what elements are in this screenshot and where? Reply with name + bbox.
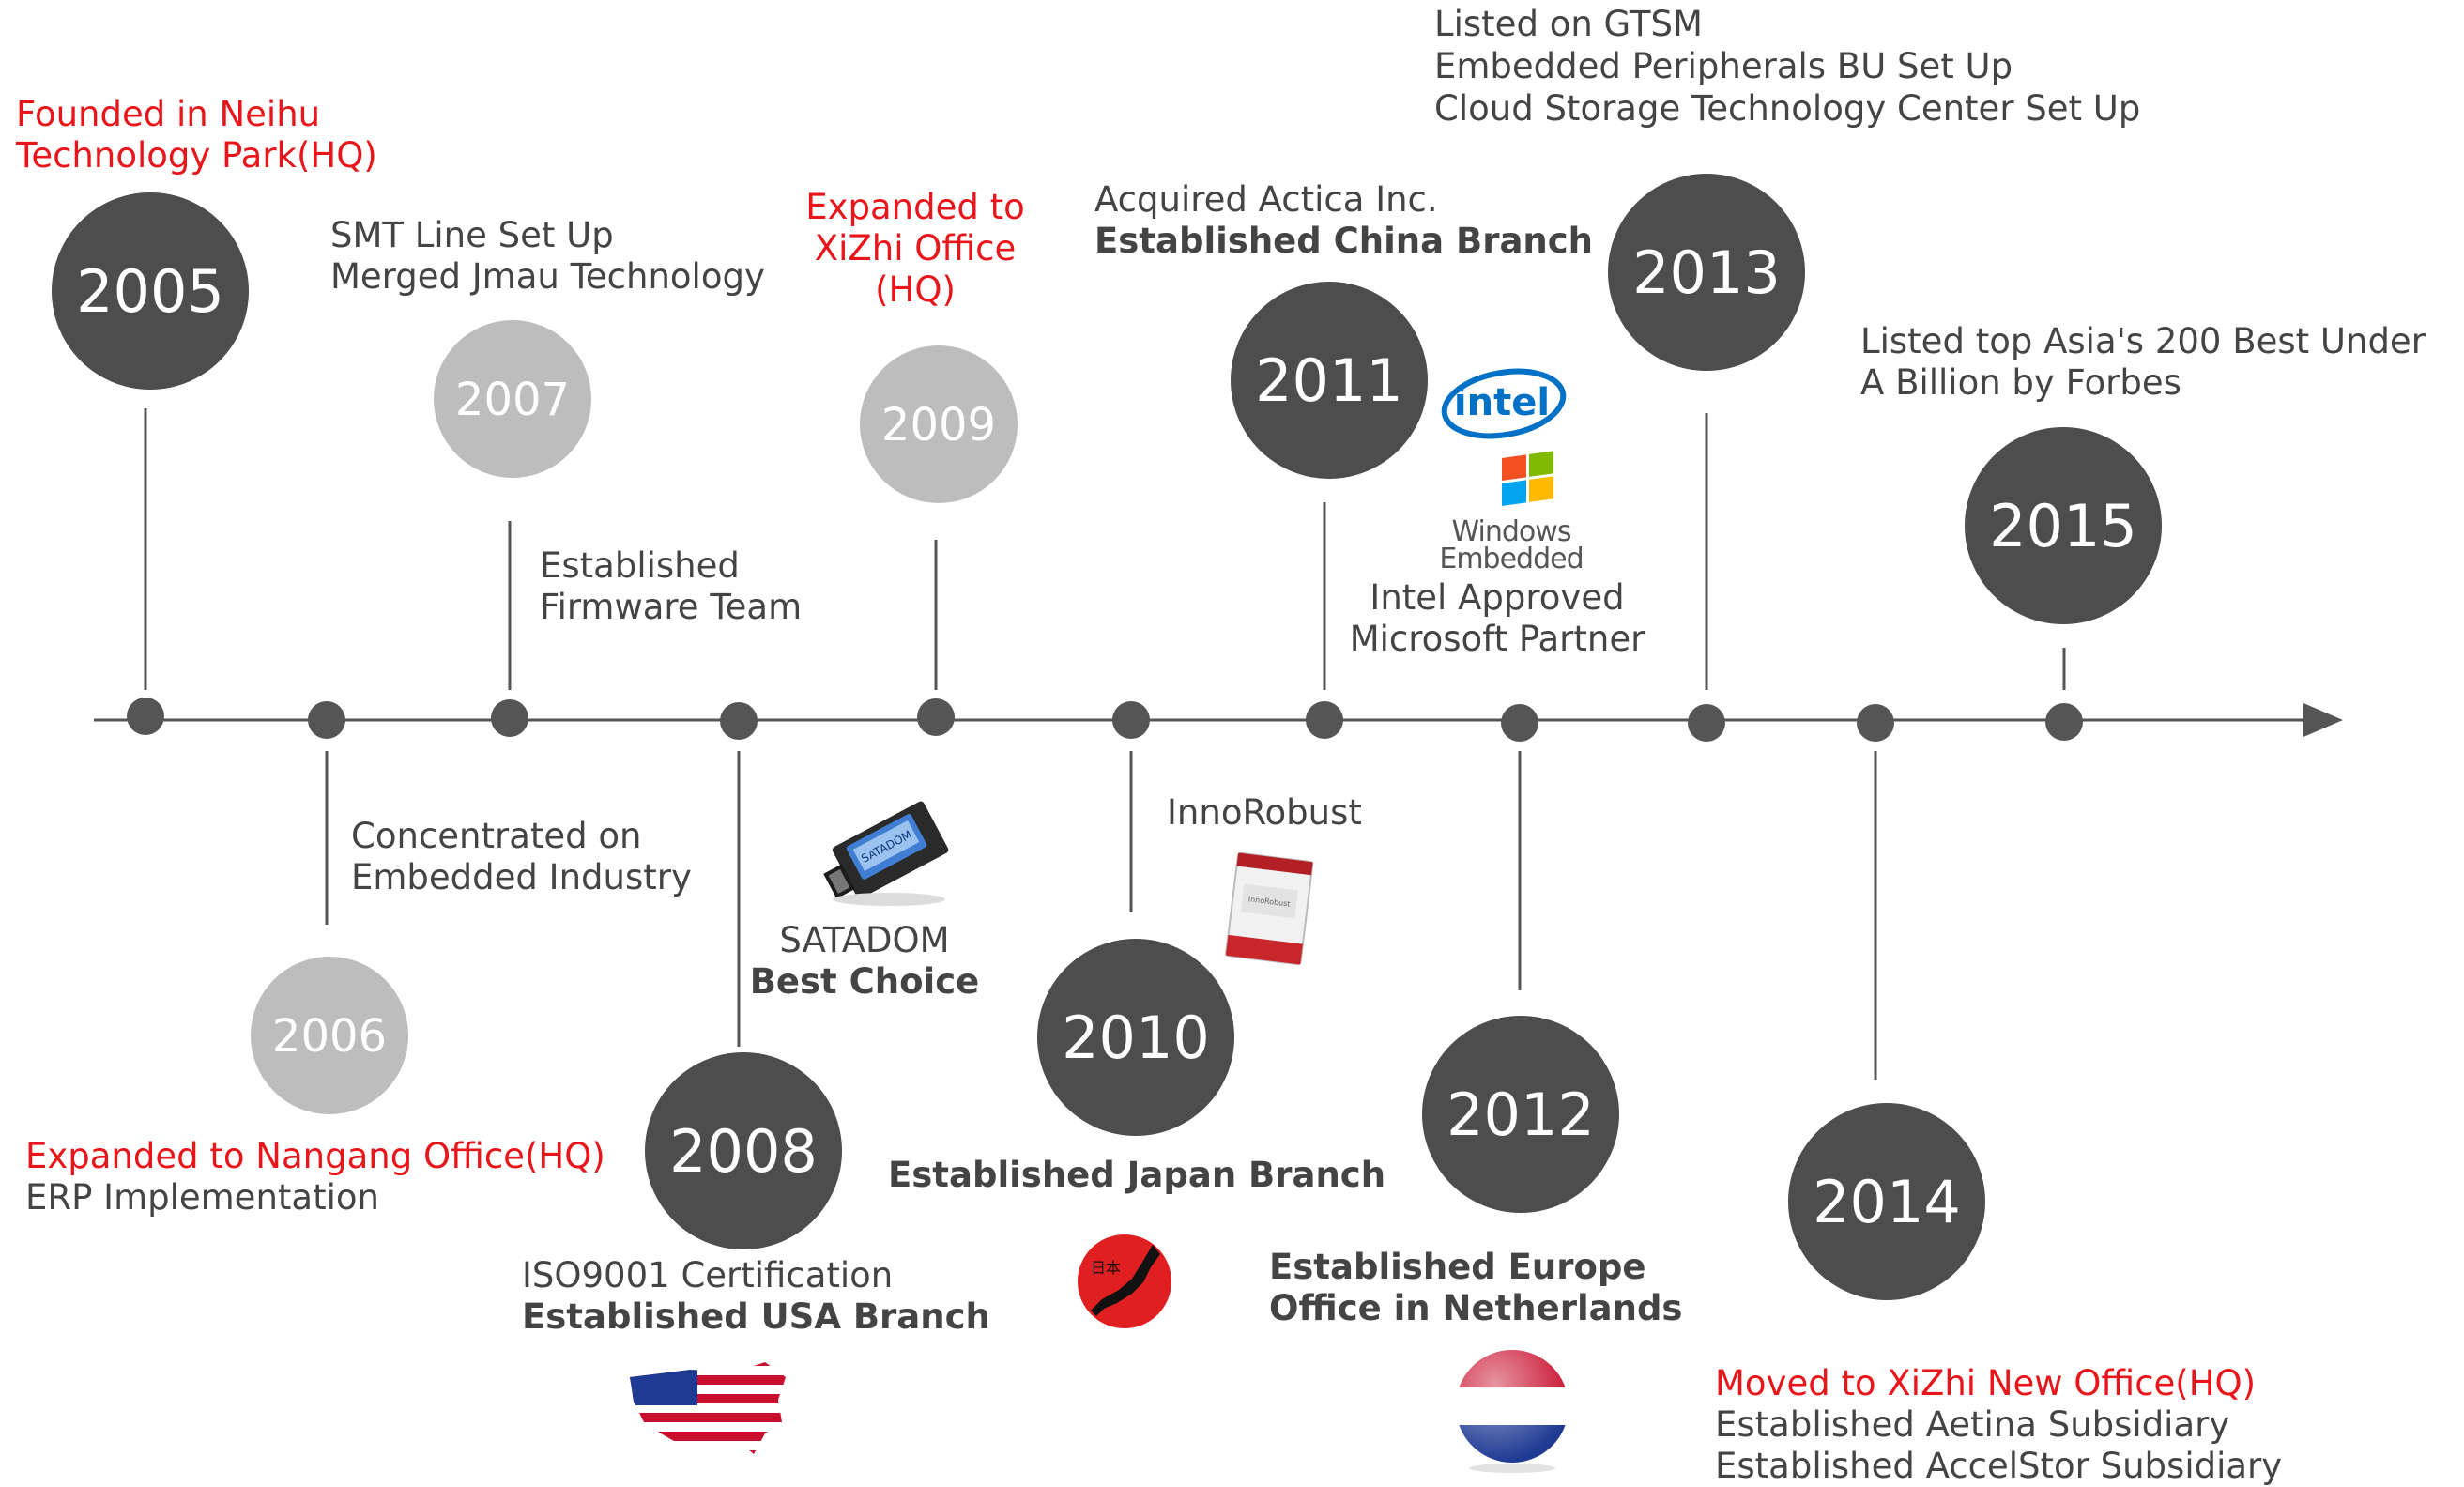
event-2013-line2: Embedded Peripherals BU Set Up xyxy=(1434,46,2013,86)
year-label: 2010 xyxy=(1062,1004,1210,1072)
event-2008-line4: Established USA Branch xyxy=(522,1296,990,1337)
event-2009-line3: (HQ) xyxy=(875,269,956,310)
year-circle-2006: 2006 xyxy=(251,957,408,1114)
year-circle-2015: 2015 xyxy=(1965,427,2162,624)
windows-embedded-logo: Windows Embedded xyxy=(1439,451,1584,575)
year-label: 2006 xyxy=(272,1010,387,1063)
japan-map-image: 日本 xyxy=(1078,1234,1171,1328)
svg-text:intel: intel xyxy=(1454,381,1550,424)
axis-dot xyxy=(1857,704,1894,742)
event-2009-line2: XiZhi Office xyxy=(814,228,1017,268)
axis-dot xyxy=(1306,701,1343,739)
axis-dot xyxy=(720,702,758,740)
event-2014-line3: Established AccelStor Subsidiary xyxy=(1715,1446,2283,1486)
event-2011-line2: Established China Branch xyxy=(1094,221,1594,261)
svg-text:Windows: Windows xyxy=(1452,515,1571,548)
year-label: 2007 xyxy=(455,374,570,426)
svg-text:Embedded: Embedded xyxy=(1439,543,1583,575)
event-2007-line2: Merged Jmau Technology xyxy=(330,256,765,297)
year-circle-2014: 2014 xyxy=(1788,1103,1985,1300)
event-2011-line4: Microsoft Partner xyxy=(1349,619,1645,659)
event-2012-line2: Office in Netherlands xyxy=(1269,1288,1683,1328)
axis-dot xyxy=(917,698,955,736)
event-2007-line4: Firmware Team xyxy=(540,587,803,627)
innorobust-ssd-image: InnoRobust xyxy=(1225,851,1314,966)
event-2009-line1: Expanded to xyxy=(805,187,1025,227)
event-2011-line3: Intel Approved xyxy=(1370,577,1625,618)
year-circle-2013: 2013 xyxy=(1608,174,1805,371)
axis-dot xyxy=(491,699,528,737)
year-label: 2011 xyxy=(1255,346,1403,415)
event-2008-line3: ISO9001 Certification xyxy=(522,1255,894,1295)
event-2007-line1: SMT Line Set Up xyxy=(330,215,614,255)
satadom-module-image: SATADOM xyxy=(823,801,949,906)
event-2012-line1: Established Europe xyxy=(1269,1247,1646,1287)
event-2010-line1: InnoRobust xyxy=(1167,792,1362,833)
year-circle-2012: 2012 xyxy=(1422,1016,1619,1213)
event-2006-line1: Concentrated on xyxy=(351,816,642,856)
event-2008-line2: Best Choice xyxy=(749,961,980,1002)
axis-dot xyxy=(1112,701,1150,739)
event-2013-line1: Listed on GTSM xyxy=(1434,4,1703,44)
intel-logo: intel xyxy=(1441,368,1567,439)
event-2015-line1: Listed top Asia's 200 Best Under xyxy=(1860,321,2426,361)
year-circle-2007: 2007 xyxy=(434,320,591,478)
year-circle-2009: 2009 xyxy=(860,345,1018,503)
event-2010-line2: Established Japan Branch xyxy=(888,1155,1386,1195)
event-2006-line4: ERP Implementation xyxy=(25,1177,379,1218)
netherlands-flag-image xyxy=(1456,1350,1569,1473)
axis-dot xyxy=(1688,704,1725,742)
event-2014-line2: Established Aetina Subsidiary xyxy=(1715,1404,2230,1445)
year-label: 2015 xyxy=(1989,492,2137,560)
year-circle-2010: 2010 xyxy=(1037,939,1234,1136)
axis-dot xyxy=(127,698,164,735)
year-circle-2008: 2008 xyxy=(645,1052,842,1249)
axis-dot xyxy=(2045,703,2083,741)
event-2013-line3: Cloud Storage Technology Center Set Up xyxy=(1434,88,2141,129)
year-label: 2008 xyxy=(669,1117,818,1186)
event-2005-line1: Founded in Neihu xyxy=(16,94,321,134)
year-label: 2014 xyxy=(1813,1168,1961,1236)
year-label: 2005 xyxy=(76,257,224,326)
event-2015-line2: A Billion by Forbes xyxy=(1860,362,2181,403)
event-2006-line3: Expanded to Nangang Office(HQ) xyxy=(25,1136,605,1176)
usa-flag-map-image xyxy=(630,1362,786,1454)
svg-text:日本: 日本 xyxy=(1091,1259,1121,1277)
year-label: 2012 xyxy=(1446,1081,1595,1149)
event-2011-line1: Acquired Actica Inc. xyxy=(1094,179,1438,220)
event-2007-line3: Established xyxy=(540,545,740,586)
axis-dot xyxy=(1501,704,1538,742)
year-label: 2009 xyxy=(881,399,996,452)
event-2014-line1: Moved to XiZhi New Office(HQ) xyxy=(1715,1363,2257,1403)
event-2006-line2: Embedded Industry xyxy=(351,857,692,897)
year-label: 2013 xyxy=(1632,238,1781,307)
axis-dot xyxy=(308,701,345,739)
year-circle-2011: 2011 xyxy=(1231,282,1428,479)
event-2005-line2: Technology Park(HQ) xyxy=(16,135,377,176)
event-2008-line1: SATADOM xyxy=(779,920,950,960)
year-circle-2005: 2005 xyxy=(52,192,249,390)
